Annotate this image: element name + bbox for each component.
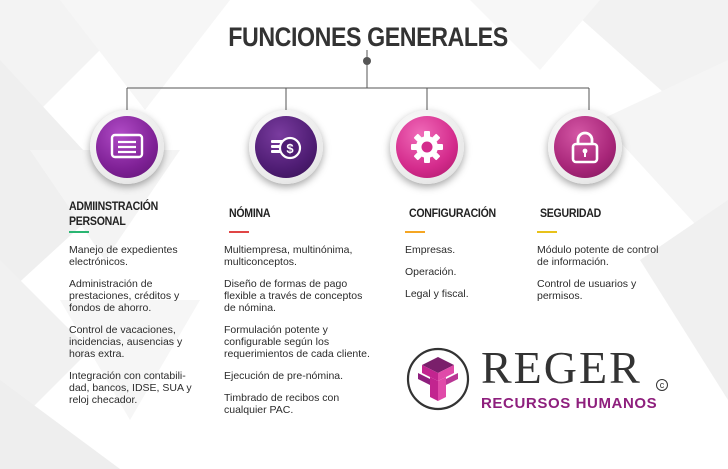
list-item: Módulo potente de control de información… [537,244,659,268]
connector-dot [363,57,371,65]
column-title-seguridad: SEGURIDAD [540,206,601,220]
list-item: Timbrado de recibos con cualquier PAC. [224,392,340,416]
admin-personal-badge [90,110,164,184]
seguridad-badge [548,110,622,184]
column-rule-seguridad [537,231,557,233]
nomina-badge: $ [249,110,323,184]
column-rule-admin-personal [69,231,89,233]
list-item: Legal y fiscal. [405,288,469,300]
reger-logo-icon [406,347,470,411]
list-item: Ejecución de pre-nómina. [224,370,344,382]
column-title-admin-personal: ADMIINSTRACIÓN PERSONAL [69,199,159,228]
column-rule-nomina [229,231,249,233]
list-item: Control de vacaciones, incidencias, ause… [69,324,183,360]
list-item: Integración con contabili-dad, bancos, I… [69,370,192,406]
document-icon [110,133,144,159]
list-item: Multiempresa, multinónima, multiconcepto… [224,244,353,268]
list-item: Diseño de formas de pago flexible a trav… [224,278,363,314]
gear-icon [411,131,443,163]
copyright-mark: c [656,379,668,391]
column-items-configuracion: Empresas. Operación. Legal y fiscal. [405,244,515,310]
list-item: Formulación potente y configurable según… [224,324,370,360]
column-items-nomina: Multiempresa, multinónima, multiconcepto… [224,244,376,426]
page-title: FUNCIONES GENERALES [228,22,508,52]
column-rule-configuracion [405,231,425,233]
configuracion-badge [390,110,464,184]
list-item: Administración de prestaciones, créditos… [69,278,180,314]
list-item: Manejo de expedientes electrónicos. [69,244,178,268]
coins-dollar-icon: $ [271,136,302,160]
column-title-nomina: NÓMINA [229,206,271,220]
logo-wordmark: REGER [481,342,642,393]
column-title-configuracion: CONFIGURACIÓN [409,206,496,220]
list-item: Empresas. [405,244,456,256]
svg-text:$: $ [286,141,294,156]
logo-subtitle: RECURSOS HUMANOS [481,395,658,412]
list-item: Control de usuarios y permisos. [537,278,637,302]
padlock-icon [571,131,599,164]
column-items-seguridad: Módulo potente de control de información… [537,244,672,312]
column-items-admin-personal: Manejo de expedientes electrónicos. Admi… [69,244,199,416]
list-item: Operación. [405,266,457,278]
